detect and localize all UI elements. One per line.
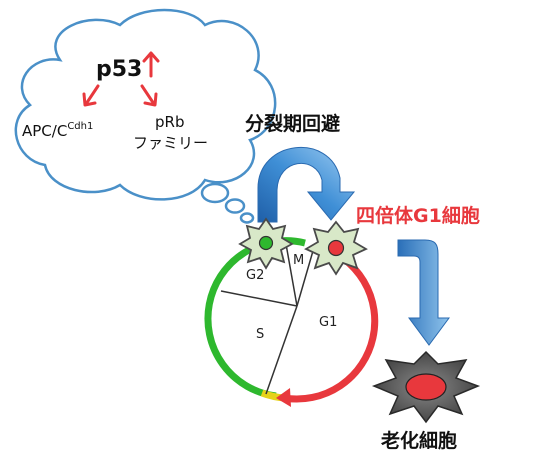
- g1-cell-nucleus: [327, 239, 345, 257]
- prb-family-label: ファミリー: [133, 134, 208, 152]
- apc-main: APC/C: [22, 122, 67, 140]
- cloud-shape: [14, 8, 277, 201]
- cycle-arrowhead-icon: [276, 388, 291, 407]
- g2-cell-nucleus: [258, 235, 274, 251]
- tetraploid-g1-label: 四倍体G1細胞: [356, 204, 480, 227]
- down-left-arrow-icon: [82, 84, 100, 107]
- phase-g2-label: G2: [246, 268, 264, 283]
- phase-m-label: M: [293, 253, 304, 268]
- tetraploid-g1-cell: [304, 220, 368, 276]
- g2-cell: [238, 217, 294, 270]
- phase-g1-label: G1: [319, 315, 337, 330]
- phase-s-label: S: [256, 327, 264, 342]
- thought-cloud: p53 APC/CCdh1 pRb ファミリー: [14, 8, 277, 224]
- cloud-bubble-medium: [224, 198, 246, 214]
- senescent-cell-nucleus: [405, 373, 447, 401]
- apc-label: APC/CCdh1: [22, 121, 93, 140]
- phase-dividers: [220, 243, 316, 395]
- senescence-arrow: [397, 239, 450, 346]
- down-right-arrow-icon: [140, 84, 158, 107]
- senescent-cell: [371, 350, 481, 424]
- mitotic-skip-arrow: [257, 146, 356, 223]
- cloud-bubble-small: [239, 212, 255, 224]
- mitotic-skip-label: 分裂期回避: [245, 112, 340, 135]
- p53-label: p53: [96, 57, 142, 82]
- prb-label: pRb: [155, 113, 184, 131]
- cycle-inner-guide: [215, 242, 371, 398]
- senescent-cell-label: 老化細胞: [381, 429, 457, 452]
- p53-up-arrow-icon: [142, 51, 160, 78]
- cloud-bubble-large: [200, 182, 230, 204]
- apc-superscript: Cdh1: [67, 121, 93, 132]
